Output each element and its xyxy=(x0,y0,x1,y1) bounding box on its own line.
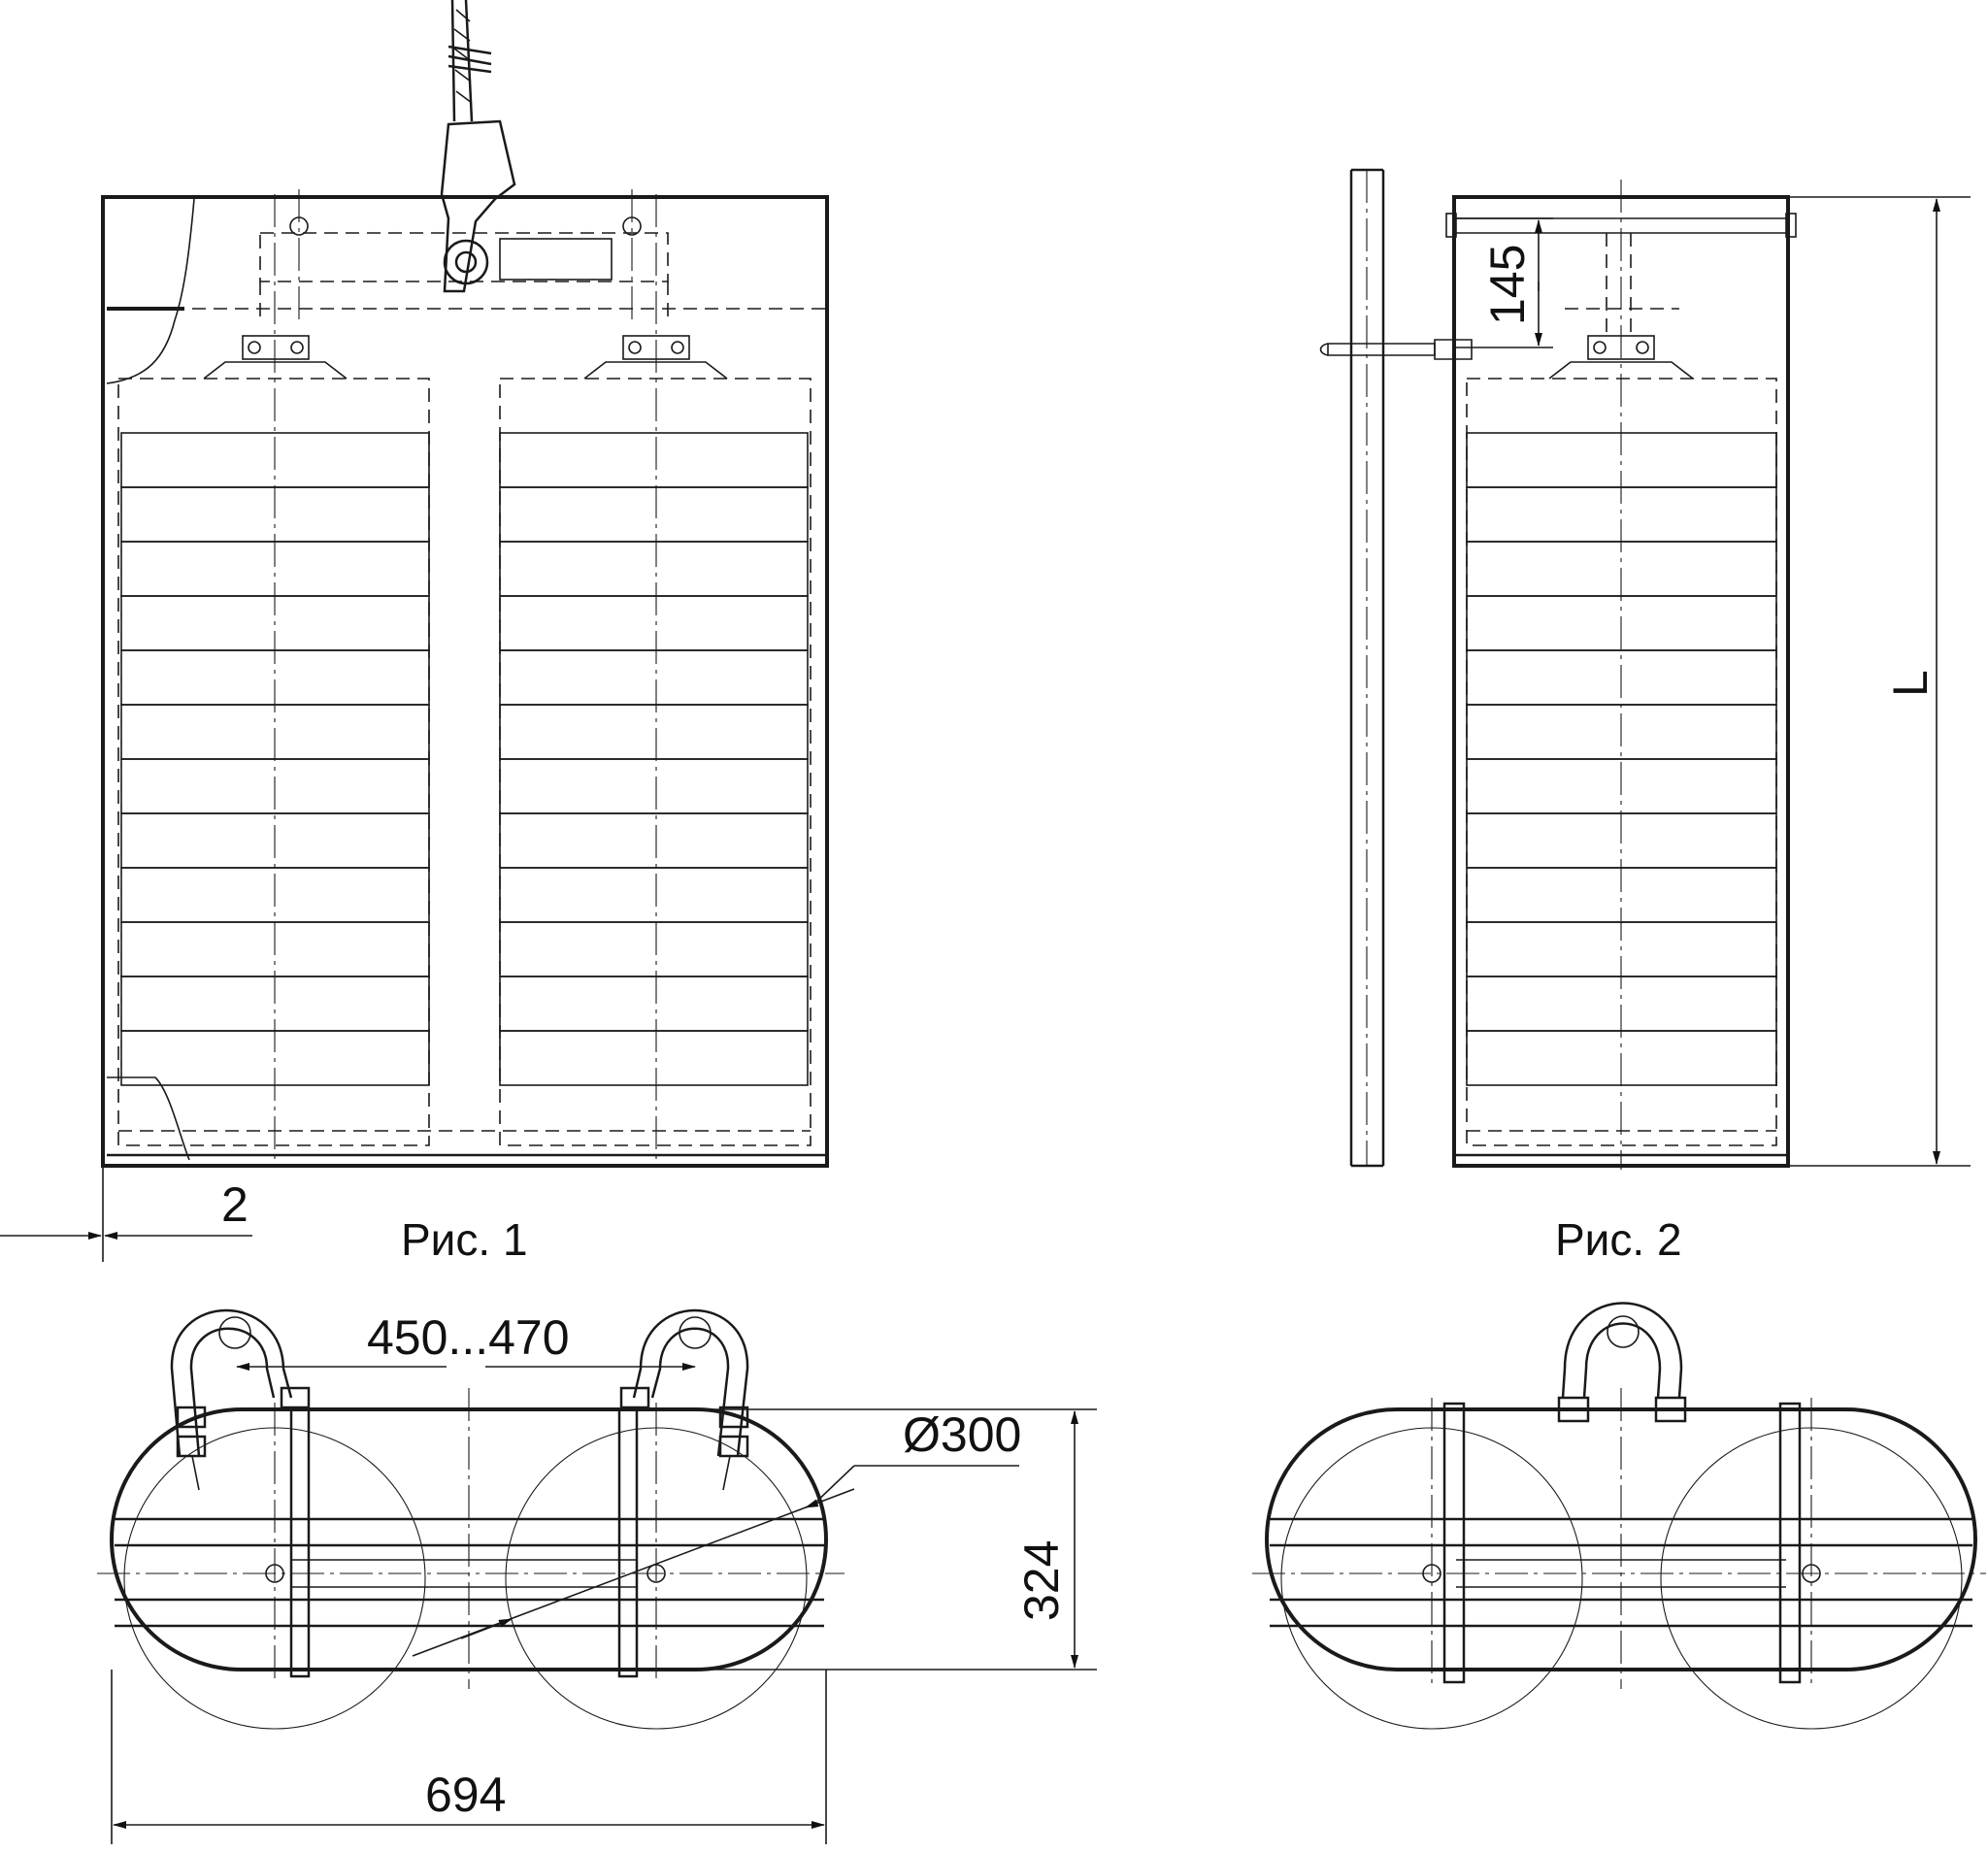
tank-body xyxy=(101,195,829,1168)
figure-2-side-view xyxy=(1319,168,1797,1170)
figure-1-front-view xyxy=(101,0,829,1168)
figure-1-top-view xyxy=(97,1308,845,1730)
dimension-length-label: L xyxy=(1883,670,1938,697)
dimension-145: 145 xyxy=(1454,217,1553,348)
dimension-694-label: 694 xyxy=(425,1768,506,1822)
dimension-length: L xyxy=(1788,196,1971,1167)
dimension-spacing: 450...470 xyxy=(236,1310,696,1371)
dimension-diameter-label: Ø300 xyxy=(903,1407,1021,1462)
dimension-694: 694 xyxy=(111,1670,827,1844)
dimension-diameter: Ø300 xyxy=(412,1407,1021,1657)
handle-right xyxy=(619,1308,749,1491)
plates-right xyxy=(499,432,809,1086)
guide-pin xyxy=(1319,339,1473,360)
dimension-spacing-label: 450...470 xyxy=(367,1310,570,1365)
handle-side xyxy=(1557,1302,1687,1423)
figure-2-caption: Рис. 2 xyxy=(1555,1214,1682,1265)
guide-rail xyxy=(1349,168,1385,1168)
figure-2-top-view xyxy=(1252,1302,1986,1730)
dimension-145-label: 145 xyxy=(1480,245,1535,325)
lifting-cable xyxy=(440,0,516,293)
dimension-324-label: 324 xyxy=(1014,1540,1069,1621)
dimension-324: 324 xyxy=(679,1408,1097,1671)
figure-1-caption: Рис. 1 xyxy=(401,1214,528,1265)
dimension-gap: 2 xyxy=(0,1166,252,1262)
handle-left xyxy=(170,1308,311,1491)
dimension-gap-label: 2 xyxy=(221,1177,248,1232)
